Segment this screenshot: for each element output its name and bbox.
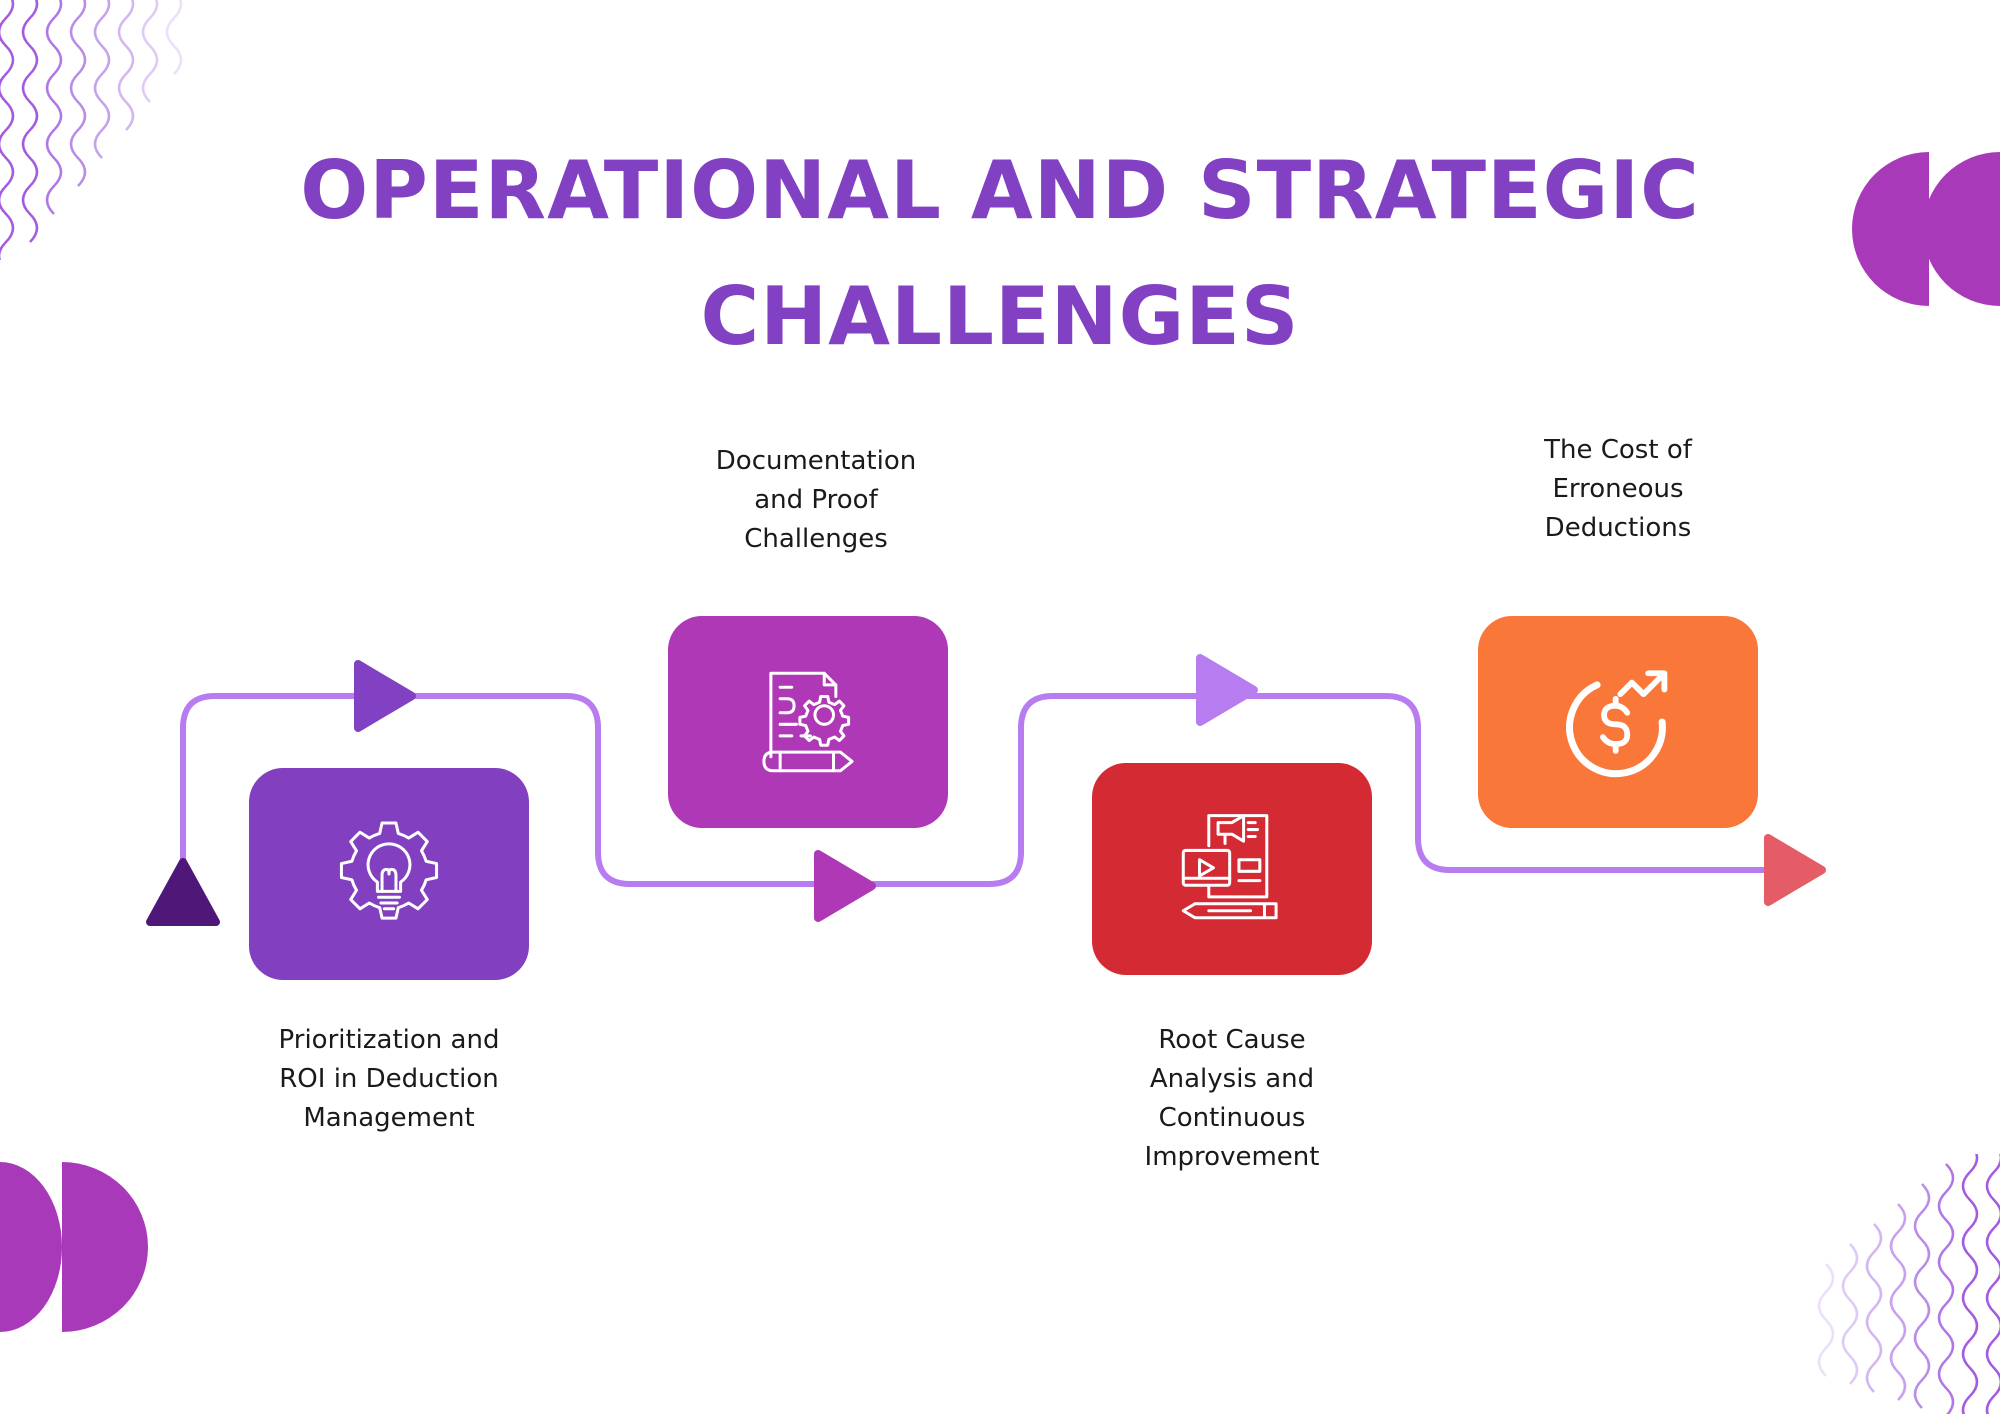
step-label-2: Documentation and Proof Challenges bbox=[715, 446, 917, 554]
start-triangle-marker bbox=[146, 858, 220, 926]
step-card-4 bbox=[1478, 616, 1758, 828]
step-card-3 bbox=[1092, 763, 1372, 975]
end-arrow-marker bbox=[1764, 834, 1826, 906]
half-circles-top-right bbox=[1852, 152, 2000, 306]
document-gear-icon bbox=[762, 671, 854, 773]
step-label-1: Prioritization and ROI in Deduction Mana… bbox=[278, 1025, 500, 1133]
step-card-2 bbox=[668, 616, 948, 828]
half-circles-bottom-left bbox=[0, 1162, 148, 1332]
lightbulb-gear-icon bbox=[339, 821, 439, 920]
wave-pattern-top-left bbox=[0, 0, 183, 260]
arrow-marker-1 bbox=[354, 660, 416, 732]
arrow-marker-2 bbox=[814, 850, 876, 922]
step-label-3: Root Cause Analysis and Continuous Impro… bbox=[1144, 1025, 1320, 1172]
media-report-icon bbox=[1181, 814, 1278, 920]
step-card-1 bbox=[249, 768, 529, 980]
page-title: OPERATIONAL AND STRATEGIC CHALLENGES bbox=[300, 144, 1700, 363]
wave-pattern-bottom-right bbox=[1817, 1154, 2000, 1414]
step-label-4: The Cost of Erroneous Deductions bbox=[1544, 435, 1692, 543]
arrow-marker-3 bbox=[1196, 654, 1258, 726]
dollar-growth-icon bbox=[1566, 670, 1668, 778]
